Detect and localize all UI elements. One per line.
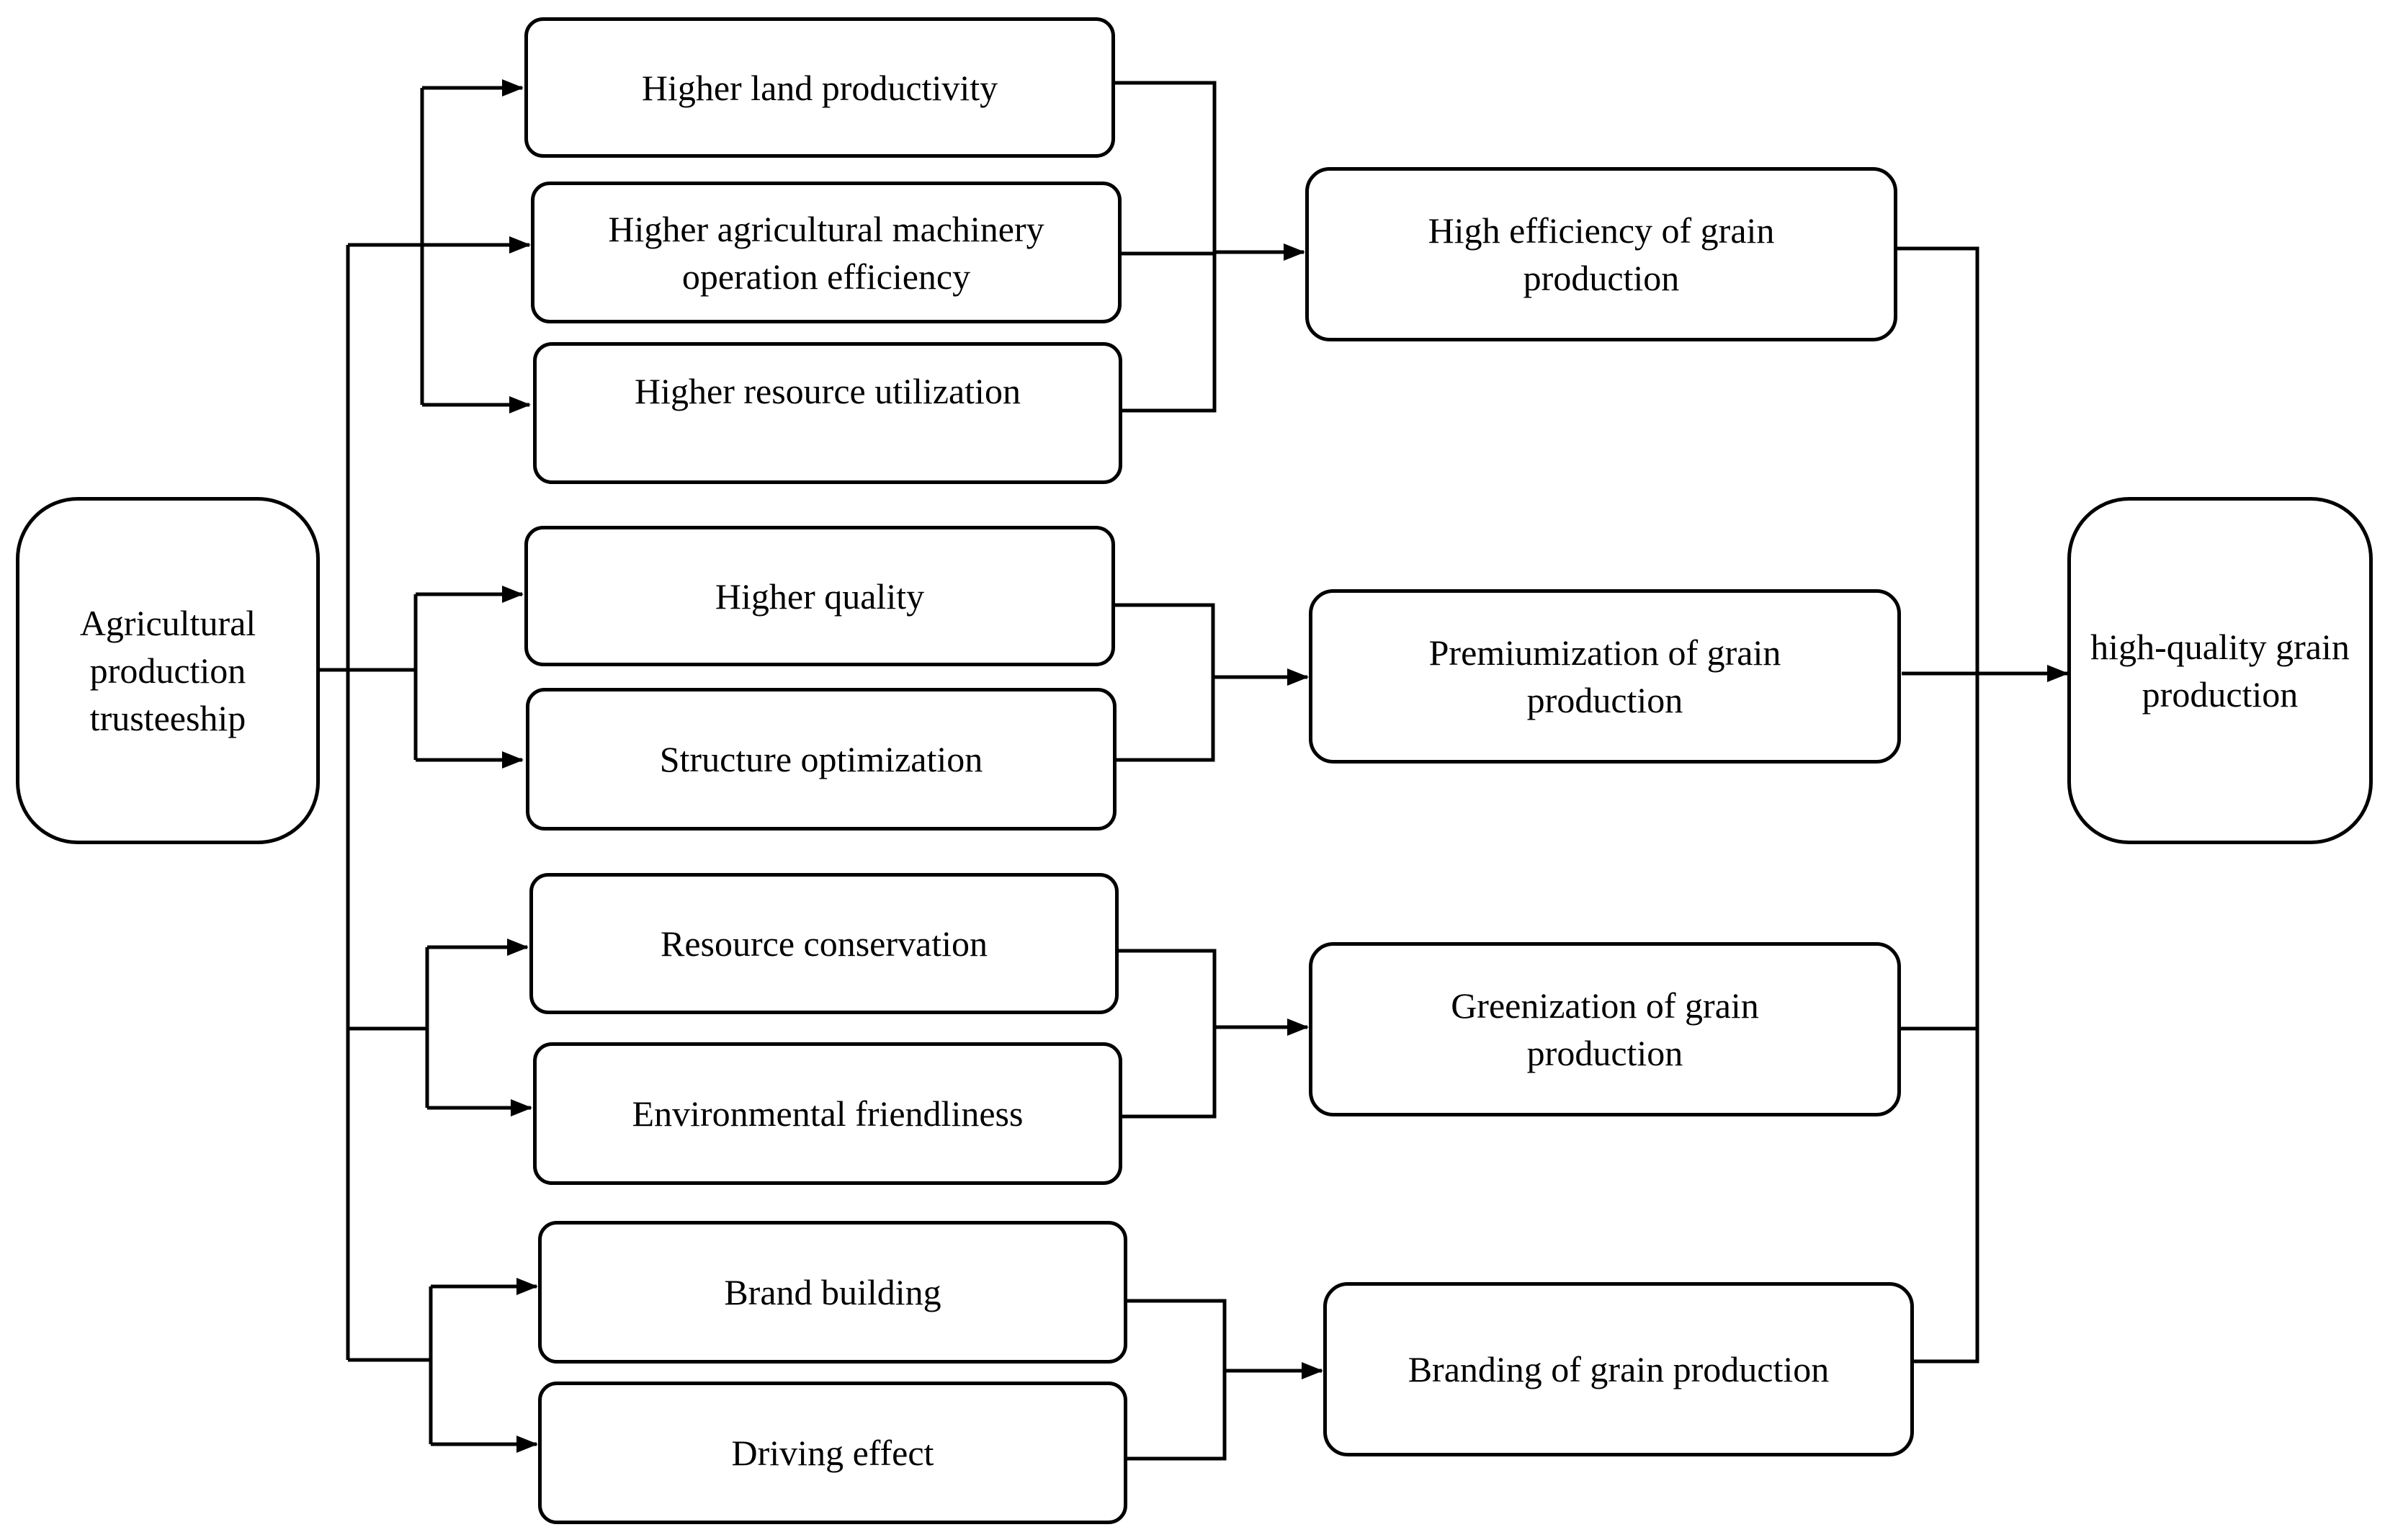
mechanism-label: Higher quality: [715, 576, 925, 617]
mechanism-resource-conservation: Resource conservation: [529, 873, 1119, 1014]
mechanism-label: Structure optimization: [659, 739, 983, 779]
source-label: Agricultural production trusteeship: [79, 603, 256, 738]
mechanism-higher-quality: Higher quality: [524, 526, 1115, 666]
dimension-label: Branding of grain production: [1408, 1349, 1830, 1389]
dimension-premiumization: Premiumization of grain production: [1309, 589, 1901, 764]
group2-merge: [1113, 603, 1215, 762]
dimension-high-efficiency: High efficiency of grain production: [1305, 167, 1897, 341]
group3-merge: [1117, 949, 1217, 1119]
mechanism-label: Environmental friendliness: [632, 1093, 1024, 1134]
dimension-branding: Branding of grain production: [1323, 1282, 1914, 1456]
mechanism-land-productivity: Higher land productivity: [524, 17, 1115, 158]
mechanism-structure-optimization: Structure optimization: [526, 688, 1117, 831]
source-node: Agricultural production trusteeship: [16, 497, 320, 844]
dimension-label: High efficiency of grain production: [1428, 210, 1775, 298]
dimension-label: Greenization of grain production: [1451, 985, 1759, 1073]
group4-merge: [1127, 1299, 1227, 1461]
dimension-greenization: Greenization of grain production: [1309, 942, 1901, 1116]
mechanism-machinery-efficiency: Higher agricultural machinery operation …: [531, 182, 1122, 323]
mechanism-label: Higher land productivity: [641, 67, 998, 108]
mechanism-brand-building: Brand building: [538, 1221, 1127, 1364]
dimension-label: Premiumization of grain production: [1428, 632, 1781, 720]
mechanism-resource-utilization: Higher resource utilization: [533, 342, 1122, 484]
mechanism-driving-effect: Driving effect: [538, 1382, 1127, 1524]
mechanism-label: Brand building: [724, 1272, 941, 1312]
mechanism-label: Driving effect: [731, 1433, 934, 1473]
mechanism-label: Higher resource utilization: [635, 371, 1021, 411]
mechanism-label: Higher agricultural machinery operation …: [608, 208, 1044, 297]
target-label: high-quality grain production: [2090, 627, 2350, 715]
mechanism-environmental-friendliness: Environmental friendliness: [533, 1042, 1122, 1185]
mechanism-label: Resource conservation: [660, 923, 988, 964]
group1-merge: [1113, 81, 1217, 413]
dimensions-merge: [1896, 246, 1979, 1364]
target-node: high-quality grain production: [2067, 497, 2373, 844]
